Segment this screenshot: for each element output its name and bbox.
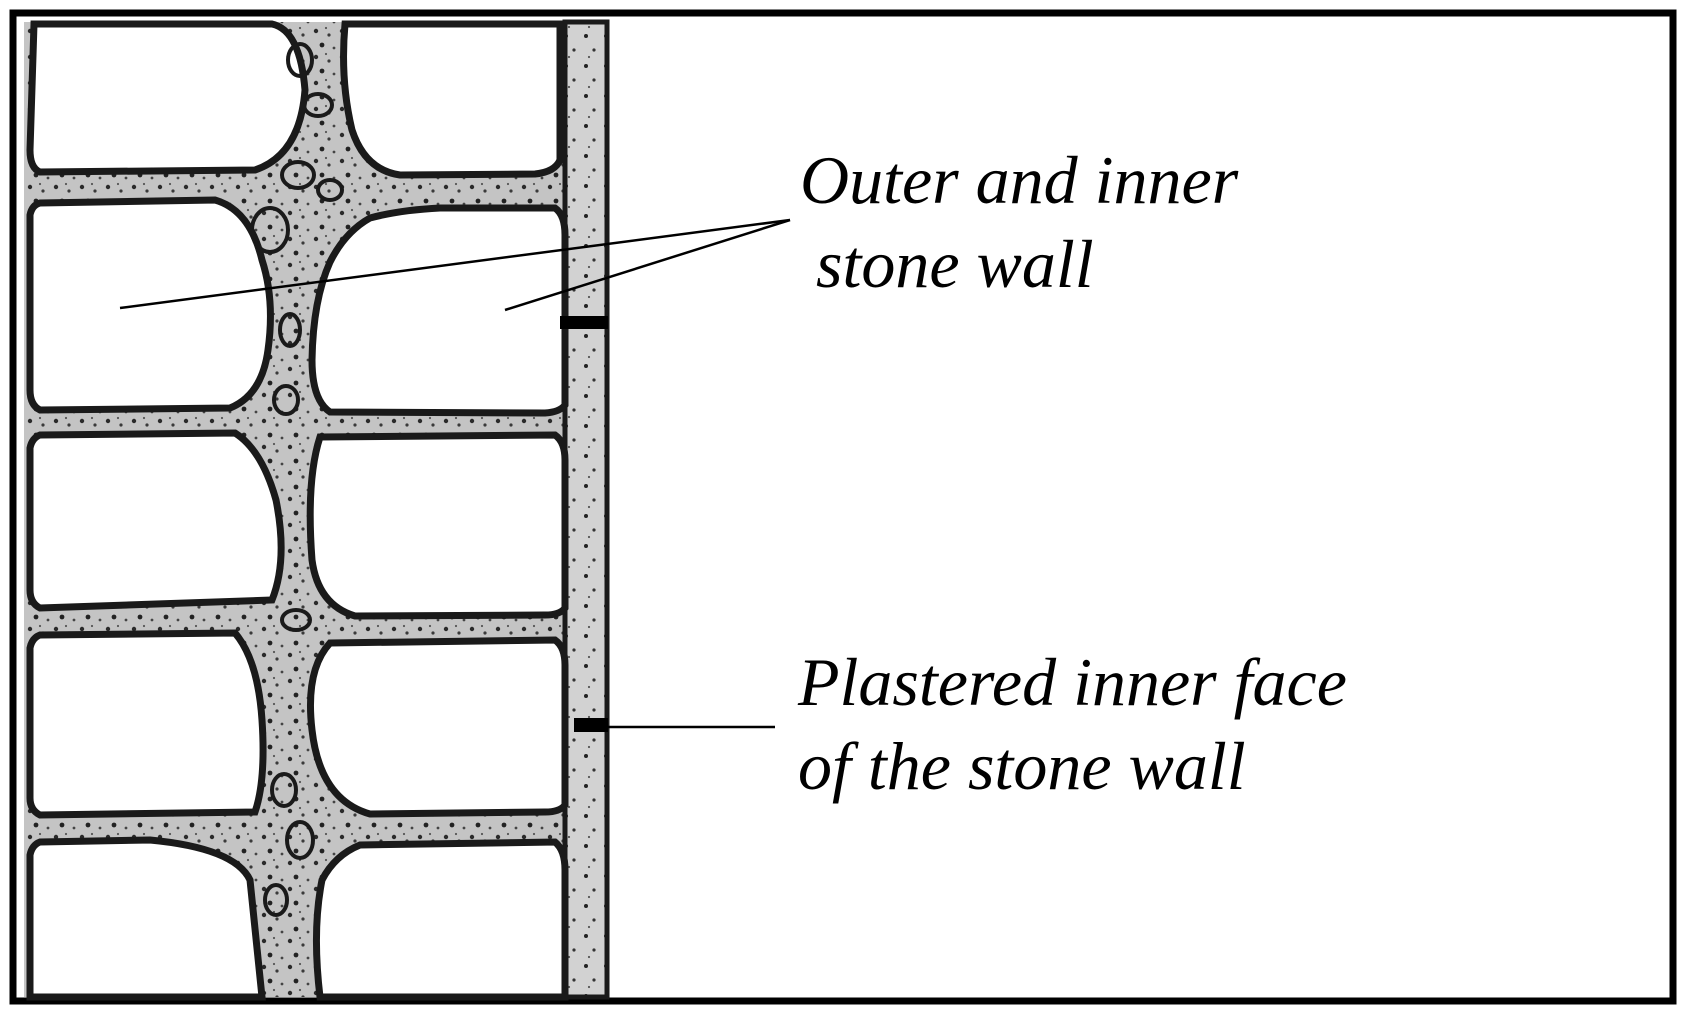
stone [26,20,309,176]
label-plastered-inner-face: Plastered inner face of the stone wall [798,640,1347,808]
stone [306,431,569,620]
plaster-layer [562,19,610,1000]
stone [26,629,267,819]
outer-stone-column [26,20,309,1001]
stone [26,429,285,612]
stone [340,20,564,179]
leader-lines [119,218,791,729]
label-line: Outer and inner [800,142,1239,218]
plaster-marker-upper [560,316,608,329]
inner-stone-column [306,20,569,1001]
stone [306,636,569,818]
rubble-core [250,42,344,917]
leader-line-inner-stone [504,218,791,312]
leader-line-outer-stone [119,218,791,310]
label-line: Plastered inner face [798,644,1347,720]
plaster-marker-lower [574,718,608,732]
stone [312,838,569,1001]
stone [308,204,569,417]
label-line: of the stone wall [798,728,1246,804]
stone [26,836,266,1001]
label-line: stone wall [816,226,1094,302]
label-outer-inner-stone-wall: Outer and inner stone wall [800,138,1238,306]
